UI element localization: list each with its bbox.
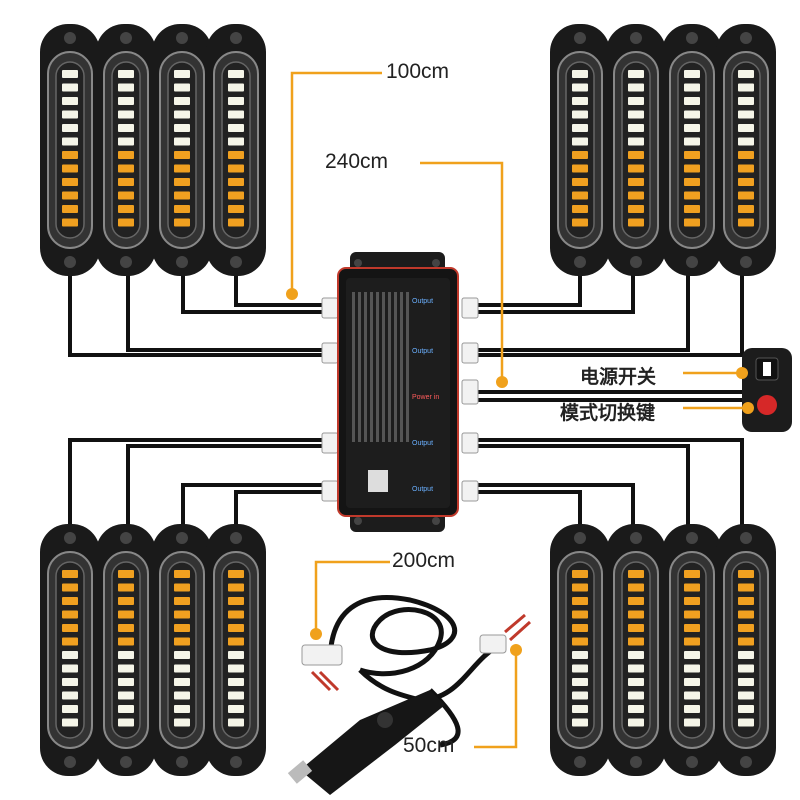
led-lamp-unit <box>96 524 156 776</box>
controller-box <box>337 252 459 532</box>
port-label-4: Output <box>412 486 434 493</box>
led-lamp-unit <box>96 24 156 276</box>
wire-bundle-bottom-left <box>68 438 330 525</box>
wire-bundle-top-left <box>68 275 330 357</box>
led-lamp-unit <box>206 24 266 276</box>
cigarette-plug <box>287 690 445 795</box>
led-lamp-unit <box>662 24 722 276</box>
led-lamp-unit <box>606 524 666 776</box>
connectors <box>321 297 479 502</box>
leader-lines <box>290 71 748 749</box>
port-label-power: Power in <box>412 394 440 401</box>
led-lamp-unit <box>40 24 100 276</box>
length-label-200cm: 200cm <box>392 549 456 572</box>
led-lamp-unit <box>40 524 100 776</box>
mode-key-label: 模式切换键 <box>560 402 656 424</box>
switch-panel <box>742 348 792 432</box>
led-lamp-unit <box>662 524 722 776</box>
led-lamp-unit <box>716 24 776 276</box>
port-label-3: Output <box>412 440 434 447</box>
length-label-100cm: 100cm <box>386 60 450 83</box>
wire-switch <box>470 390 760 402</box>
power-switch-label: 电源开关 <box>580 366 657 388</box>
led-lamp-unit <box>206 524 266 776</box>
length-label-50cm: 50cm <box>403 734 455 757</box>
leader-dots <box>286 288 754 656</box>
led-lamp-unit <box>152 24 212 276</box>
port-label-2: Output <box>412 348 434 355</box>
port-label-1: Output <box>412 298 434 305</box>
wire-bundle-bottom-right <box>470 438 744 525</box>
length-label-240cm: 240cm <box>325 150 389 173</box>
led-lamp-unit <box>152 524 212 776</box>
led-lamp-unit <box>550 24 610 276</box>
led-lamp-unit <box>606 24 666 276</box>
harness-plugs <box>301 613 532 692</box>
led-lamp-unit <box>550 524 610 776</box>
wire-bundle-top-right <box>470 275 744 357</box>
led-lamp-unit <box>716 524 776 776</box>
